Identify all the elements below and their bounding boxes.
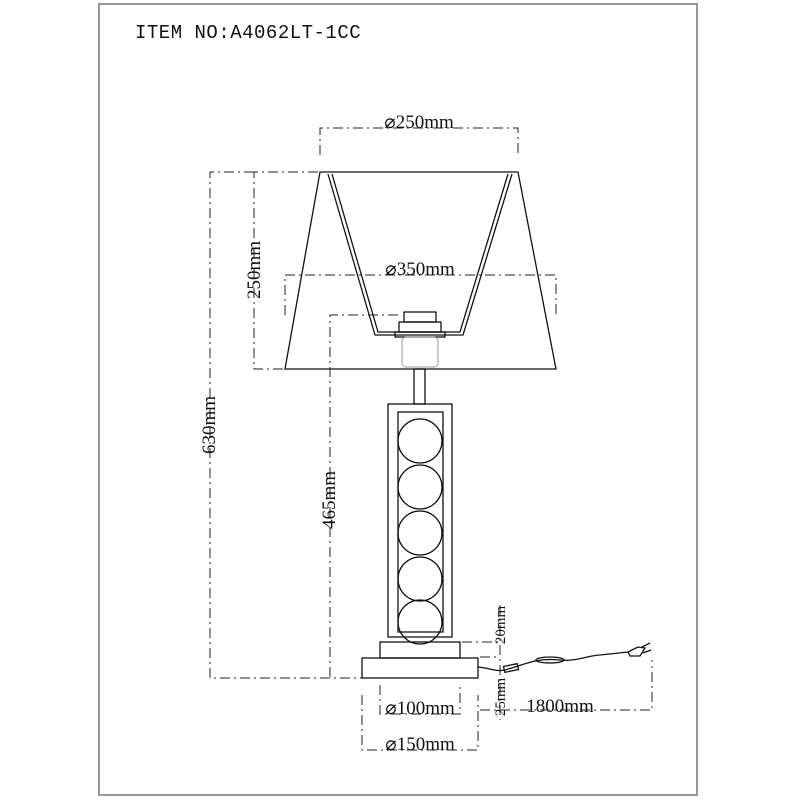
crystal-ball [397,464,443,510]
power-cord [477,642,652,674]
label-shade-top-diameter: ⌀250mm [384,112,454,133]
dim-shade-height: 250mm [244,171,318,370]
crystal-ball [397,599,443,645]
lamp-stem [413,368,426,405]
dim-upper-base-diameter: ⌀100mm [379,685,461,719]
label-lower-base-diameter: ⌀150mm [385,734,455,755]
lamp-socket [394,311,446,368]
crystal-ball [397,510,443,556]
label-lower-base-height: 25mm [493,678,509,717]
dim-total-height: 630mm [199,171,362,679]
label-upper-base-diameter: ⌀100mm [385,698,455,719]
item-number-title: ITEM NO:A4062LT-1CC [135,22,362,44]
dim-shade-top: ⌀250mm [319,112,519,155]
label-upper-base-height: 20mm [493,606,509,645]
label-shade-height: 250mm [244,241,265,299]
drawing-frame [98,3,698,796]
lamp-column [387,403,453,645]
label-socket-height: 465mm [319,471,340,529]
label-shade-bottom-diameter: ⌀350mm [385,259,455,280]
label-total-height: 630mm [199,396,220,454]
dim-socket-height: 465mm [319,314,398,678]
dim-cord-length: 1800mm [480,660,653,717]
dim-base-heights: 20mm 25mm [462,605,509,720]
crystal-ball [397,556,443,602]
dim-shade-bottom: ⌀350mm [284,259,557,315]
crystal-ball [397,418,443,464]
lamp-base [361,641,479,679]
dim-lower-base-diameter: ⌀150mm [361,695,479,755]
label-cord-length: 1800mm [526,696,594,717]
